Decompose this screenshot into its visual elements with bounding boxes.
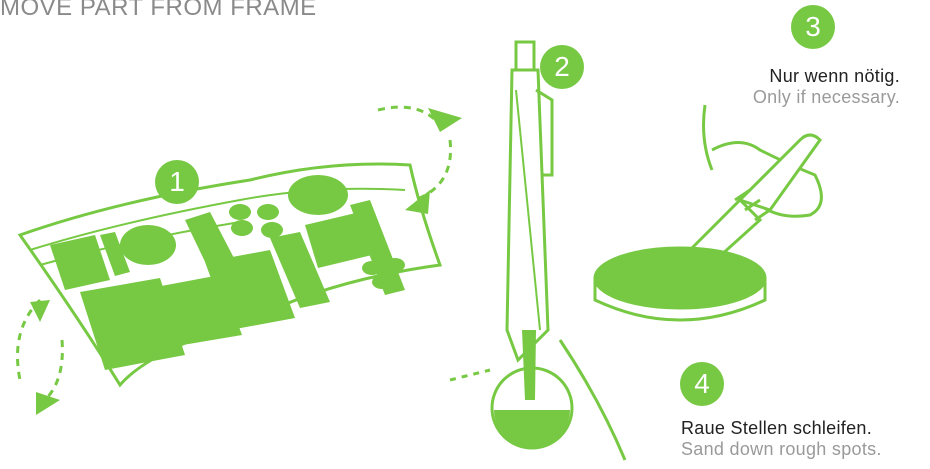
step-4-label-de: Raue Stellen schleifen.	[681, 418, 882, 439]
step-4-label-en: Sand down rough spots.	[681, 439, 882, 460]
step-1-badge: 1	[155, 160, 199, 204]
pen-push-icon	[450, 42, 625, 460]
knife-trim-icon	[595, 105, 821, 320]
step-3-label-en: Only if necessary.	[722, 87, 900, 108]
step-4-badge: 4	[680, 362, 724, 406]
step-3-label-de: Nur wenn nötig.	[722, 66, 900, 87]
bend-frame-icon	[18, 107, 463, 415]
step-3-badge: 3	[791, 5, 835, 49]
step-4-caption: Raue Stellen schleifen. Sand down rough …	[681, 418, 882, 460]
step-2-badge: 2	[540, 45, 584, 89]
step-3-caption: Nur wenn nötig. Only if necessary.	[722, 66, 900, 108]
